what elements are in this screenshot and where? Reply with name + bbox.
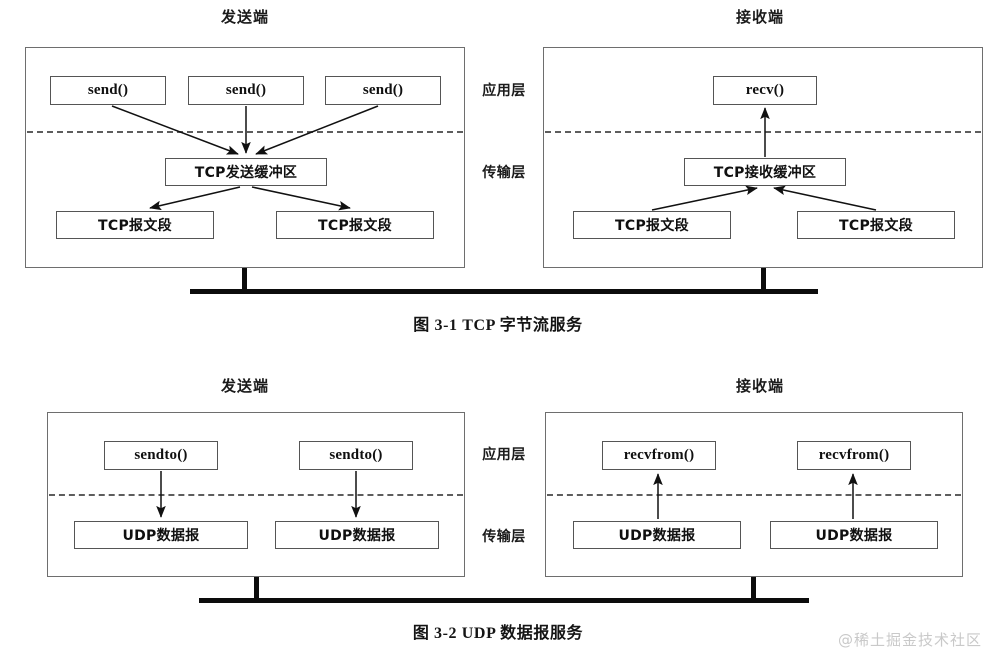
watermark: @稀土掘金技术社区 [837,631,982,649]
node-udp-datagram-receiver-2: UDP数据报 [770,521,938,549]
node-recvfrom-2: recvfrom() [797,441,911,470]
node-send-1: send() [50,76,166,105]
endpoint-title-receiver-udp: 接收端 [735,377,785,395]
node-tcp-segment-receiver-2: TCP报文段 [797,211,955,239]
node-tcp-recv-buffer: TCP接收缓冲区 [684,158,846,186]
layer-label-transport: 传输层 [482,165,526,181]
node-sendto-1: sendto() [104,441,218,470]
bus-stem-receiver [761,268,766,292]
node-recvfrom-1: recvfrom() [602,441,716,470]
network-bus-udp [199,598,809,603]
node-tcp-segment-sender-2: TCP报文段 [276,211,434,239]
network-bus [190,289,818,294]
layer-separator-sender-udp [49,494,463,496]
node-udp-datagram-sender-1: UDP数据报 [74,521,248,549]
endpoint-title-receiver: 接收端 [735,8,785,26]
layer-separator-sender [27,131,463,133]
bus-stem-sender [242,268,247,292]
endpoint-title-sender: 发送端 [220,8,270,26]
node-udp-datagram-receiver-1: UDP数据报 [573,521,741,549]
node-sendto-2: sendto() [299,441,413,470]
node-tcp-segment-receiver-1: TCP报文段 [573,211,731,239]
node-udp-datagram-sender-2: UDP数据报 [275,521,439,549]
node-send-2: send() [188,76,304,105]
bus-stem-sender-udp [254,577,259,601]
node-send-3: send() [325,76,441,105]
figure-caption-udp: 图 3-2 UDP 数据报服务 [412,625,584,642]
node-tcp-segment-sender-1: TCP报文段 [56,211,214,239]
layer-label-application-udp: 应用层 [482,447,526,463]
layer-label-transport-udp: 传输层 [482,529,526,545]
layer-label-application: 应用层 [482,83,526,99]
figure-caption-tcp: 图 3-1 TCP 字节流服务 [413,317,583,334]
node-recv: recv() [713,76,817,105]
endpoint-title-sender-udp: 发送端 [220,377,270,395]
node-tcp-send-buffer: TCP发送缓冲区 [165,158,327,186]
layer-separator-receiver-udp [547,494,961,496]
layer-separator-receiver [545,131,981,133]
bus-stem-receiver-udp [751,577,756,601]
